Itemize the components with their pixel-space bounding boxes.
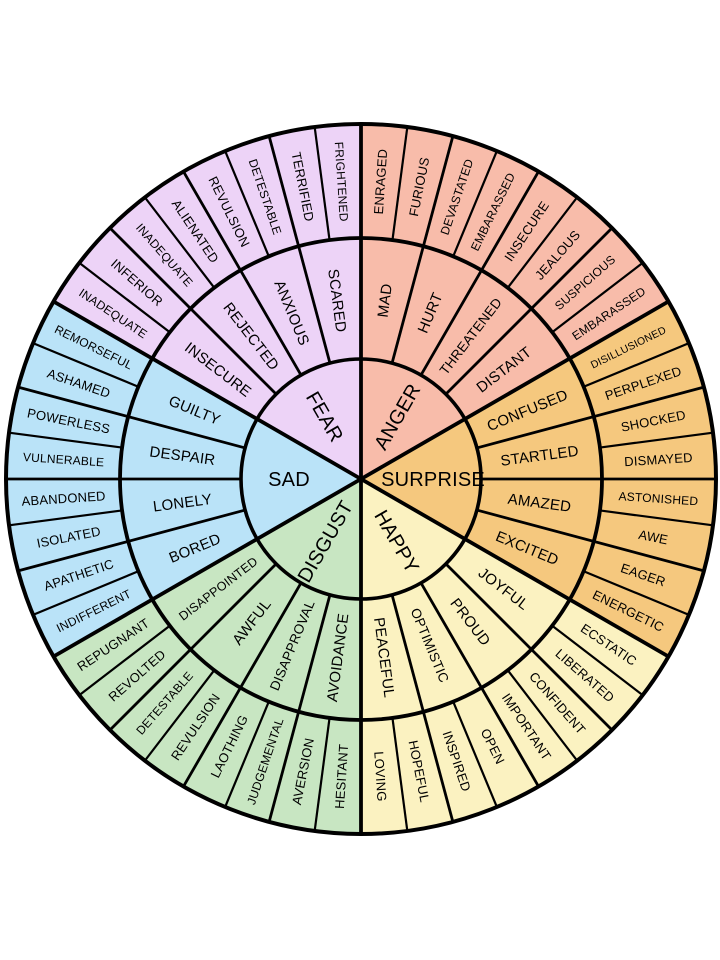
outer-divider	[391, 126, 409, 241]
outer-label-frightened: FRIGHTENED	[332, 141, 351, 222]
outer-label-dismayed: DISMAYED	[624, 450, 693, 469]
outer-label-loving: LOVING	[371, 751, 389, 802]
middle-divider	[419, 582, 540, 788]
outer-divider	[452, 701, 498, 808]
outer-divider	[224, 150, 270, 257]
outer-divider	[506, 196, 578, 289]
outer-divider	[551, 262, 644, 334]
outer-divider	[224, 701, 270, 808]
outer-label-enraged: ENRAGED	[371, 148, 390, 215]
outer-divider	[313, 717, 331, 832]
middle-divider	[182, 582, 303, 788]
segment-fear	[53, 124, 361, 479]
middle-divider	[267, 594, 332, 823]
middle-divider	[108, 562, 278, 732]
outer-divider	[78, 624, 171, 696]
outer-label-hesitant: HESITANT	[332, 744, 351, 810]
middle-divider	[390, 135, 455, 364]
middle-divider	[476, 508, 705, 573]
outer-divider	[144, 196, 216, 289]
outer-divider	[506, 669, 578, 762]
outer-divider	[78, 262, 171, 334]
middle-divider	[182, 170, 303, 376]
outer-divider	[313, 126, 331, 241]
middle-ring-circle	[118, 236, 604, 722]
main-divider	[360, 299, 670, 481]
mid-label-mad: MAD	[375, 283, 396, 319]
outer-label-awe: AWE	[637, 527, 669, 548]
outer-divider	[391, 717, 409, 832]
middle-divider	[17, 385, 246, 450]
outer-divider	[32, 570, 139, 616]
middle-divider	[444, 226, 614, 396]
middle-divider	[476, 385, 705, 450]
outer-divider	[599, 431, 714, 449]
outer-divider	[8, 431, 123, 449]
core-ring-circle	[239, 357, 483, 601]
middle-divider	[267, 135, 332, 364]
main-divider	[360, 477, 670, 659]
middle-divider	[108, 226, 278, 396]
main-divider	[52, 299, 362, 481]
outer-divider	[8, 509, 123, 527]
outer-label-vulnerable: VULNERABLE	[23, 450, 105, 469]
outer-divider	[452, 150, 498, 257]
middle-divider	[444, 562, 614, 732]
segment-disgust	[53, 479, 361, 834]
outer-label-astonished: ASTONISHED	[618, 489, 699, 508]
middle-divider	[419, 170, 540, 376]
core-label-surprise: SURPRISE	[381, 469, 485, 491]
outer-label-abandoned: ABANDONED	[21, 488, 106, 508]
outer-rim-circle	[4, 122, 718, 836]
outer-divider	[583, 342, 690, 388]
segment-happy	[361, 479, 669, 834]
outer-divider	[583, 570, 690, 616]
outer-divider	[551, 624, 644, 696]
outer-divider	[599, 509, 714, 527]
outer-divider	[32, 342, 139, 388]
segment-anger	[361, 124, 669, 479]
core-label-sad: SAD	[268, 469, 310, 491]
middle-divider	[390, 594, 455, 823]
outer-divider	[144, 669, 216, 762]
main-divider	[52, 477, 362, 659]
middle-divider	[17, 508, 246, 573]
